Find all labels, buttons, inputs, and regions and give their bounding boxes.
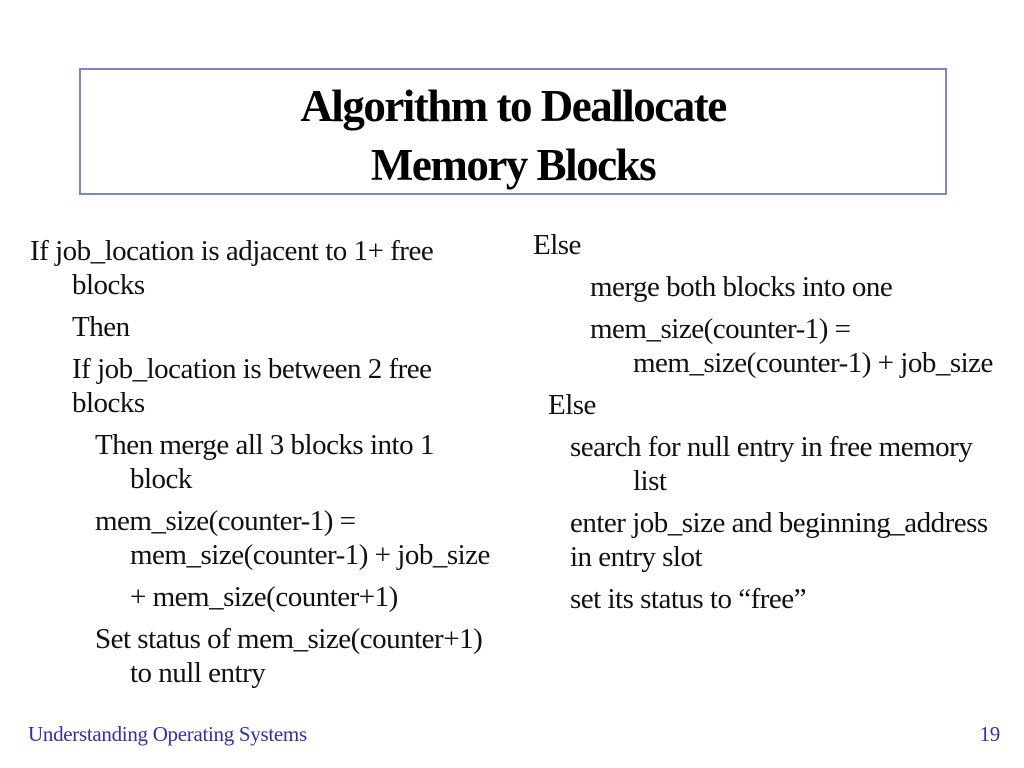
algorithm-line: Else <box>548 389 596 421</box>
algorithm-right-column: Else merge both blocks into one mem_size(c… <box>533 228 1024 616</box>
algorithm-line: Else <box>533 229 581 261</box>
algorithm-line: in entry slot <box>570 541 703 573</box>
slide-title-box: Algorithm to Deallocate Memory Blocks <box>79 68 947 195</box>
algorithm-line: Then <box>72 311 130 343</box>
algorithm-line: Set status of mem_size(counter+1) <box>95 623 483 655</box>
algorithm-line: search for null entry in free memory <box>570 431 973 463</box>
footer-book-title: Understanding Operating Systems <box>28 722 307 746</box>
slide-title-line-1: Algorithm to Deallocate <box>300 81 727 131</box>
slide-footer: Understanding Operating Systems 19 <box>28 722 1000 747</box>
algorithm-line: list <box>633 465 667 497</box>
algorithm-line: mem_size(counter-1) = <box>95 505 356 537</box>
algorithm-line: set its status to “free” <box>570 583 807 615</box>
algorithm-line: Then merge all 3 blocks into 1 <box>95 429 434 461</box>
algorithm-line: block <box>130 463 192 495</box>
footer-page-number: 19 <box>979 722 1001 746</box>
algorithm-line: If job_location is adjacent to 1+ free <box>30 235 434 267</box>
algorithm-line: + mem_size(counter+1) <box>130 581 398 613</box>
algorithm-line: to null entry <box>130 657 266 689</box>
slide-title-line-2: Memory Blocks <box>370 140 657 190</box>
algorithm-line: mem_size(counter-1) + job_size <box>130 539 490 571</box>
algorithm-line: mem_size(counter-1) + job_size <box>633 347 993 379</box>
algorithm-line: If job_location is between 2 free <box>72 353 432 385</box>
algorithm-line: mem_size(counter-1) = <box>590 313 851 345</box>
algorithm-line: enter job_size and beginning_address <box>570 507 988 539</box>
algorithm-line: blocks <box>72 269 145 301</box>
algorithm-line: blocks <box>72 387 145 419</box>
algorithm-line: merge both blocks into one <box>590 271 893 303</box>
